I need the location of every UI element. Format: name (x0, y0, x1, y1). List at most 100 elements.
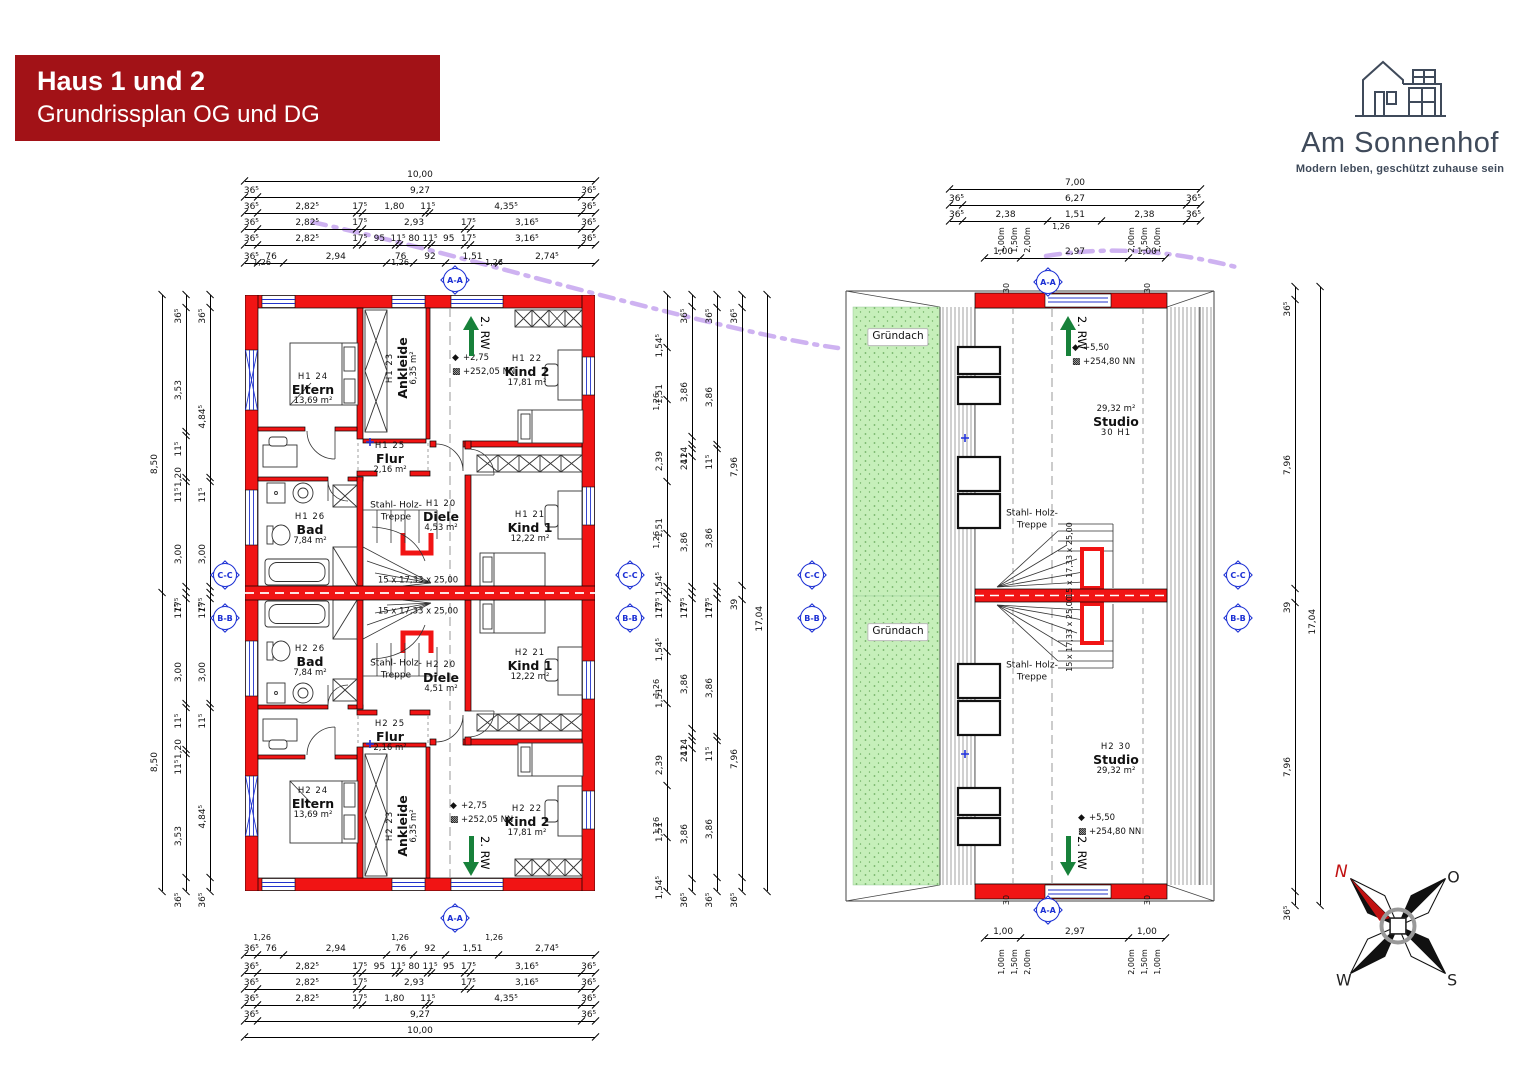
dim-value: 36⁵ (581, 1010, 597, 1020)
dim-value: 36⁵ (581, 202, 597, 212)
dim-value: 1,00 (993, 247, 1014, 257)
dim-value: 3,00 (174, 661, 184, 682)
house-logo-icon (1354, 60, 1446, 117)
arrow-head-icon (1060, 316, 1076, 330)
dim-value: 36⁵ (1185, 210, 1201, 220)
room-area: 4,53 m² (424, 523, 458, 534)
annotation-label: 1,50m (1139, 227, 1149, 253)
dim-chain-horizontal: 10,00 (245, 1026, 595, 1038)
dim-value: 36⁵ (705, 892, 715, 908)
room-area: 13,69 m² (293, 396, 333, 407)
escape-route-label: 2. RW (1075, 836, 1089, 870)
room-code: H2 20 (425, 660, 457, 671)
dim-value: 95 (442, 234, 455, 244)
dim-value: 36⁵ (581, 994, 597, 1004)
dim-value: 3,00 (198, 661, 208, 682)
dim-value: 2,93 (404, 218, 425, 228)
section-marker-b-b: B-B (789, 603, 835, 633)
dim-value: 8,50 (150, 454, 160, 475)
level-mark: ◆+5,50▩+254,80 NN (1072, 342, 1135, 369)
annotation-label: 1,00m (996, 227, 1006, 253)
section-marker-label: A-A (1036, 898, 1060, 922)
dim-value: 1,80 (384, 202, 405, 212)
dim-sub-value: 1,26 (485, 258, 503, 267)
section-marker-a-a: A-A (432, 265, 478, 295)
room-code: H2 30 (1100, 742, 1132, 753)
dim-value: 11⁵ (390, 234, 406, 244)
dim-value: 2,97 (1064, 927, 1086, 937)
room-name: Ankleide (394, 795, 410, 857)
annotation-label: 30 (1001, 894, 1011, 906)
dim-value: 11⁵ (422, 234, 438, 244)
room-code: H1 20 (425, 499, 457, 510)
dim-value: 36⁵ (198, 892, 208, 908)
dim-value: 7,96 (1283, 454, 1293, 475)
dim-value: 3,86 (680, 673, 690, 694)
dim-value: 17,04 (1308, 608, 1318, 635)
dim-value: 4,35⁵ (494, 202, 518, 212)
dim-chain-vertical: 17,04 (754, 295, 768, 891)
dim-value: 7,96 (730, 749, 740, 770)
room-name: Flur (376, 450, 404, 466)
dim-value: 2,97 (1064, 247, 1086, 257)
dim-value: 36⁵ (243, 1010, 259, 1020)
dim-value: 11⁵ (420, 202, 436, 212)
annotation-label: Gründach (867, 623, 929, 641)
escape-route-arrow: 2. RW (462, 836, 492, 876)
room-area: 7,84 m² (293, 536, 327, 547)
logo-tagline: Modern leben, geschützt zuhause sein (1295, 163, 1505, 175)
room-name: Studio (1093, 413, 1139, 429)
room-name: Diele (423, 508, 459, 524)
dim-value: 17⁵ (460, 218, 476, 228)
dim-value: 3,86 (680, 823, 690, 844)
dim-value: 7,00 (1064, 178, 1086, 188)
level-value: +2,75 (461, 801, 488, 811)
dim-value: 3,16⁵ (515, 234, 539, 244)
room-area: 7,84 m² (293, 668, 327, 679)
dim-value: 17⁵ (460, 234, 476, 244)
annotation-label: 15 x 17,33 x 25,00 (1064, 596, 1074, 672)
dim-value: 3,16⁵ (515, 962, 539, 972)
dim-value: 36⁵ (581, 234, 597, 244)
level-icon: ▩ (1078, 826, 1087, 837)
annotation-label: 30 (1001, 282, 1011, 294)
dim-value: 11⁵ (420, 994, 436, 1004)
level-icon: ▩ (450, 814, 459, 825)
compass-rose-icon: N O S W (1335, 862, 1460, 989)
room-code: H1 22 (511, 354, 543, 365)
dim-value: 36⁵ (581, 978, 597, 988)
section-marker-a-a: A-A (1025, 267, 1071, 297)
dim-sub-value: 1,26 (485, 933, 503, 942)
dim-value: 17⁵ (352, 202, 368, 212)
dim-sub-value: 1,26 (253, 258, 271, 267)
level-value: +254,80 NN (1083, 356, 1136, 367)
escape-route-arrow: 2. RW (1059, 836, 1089, 876)
dim-value: 36⁵ (243, 978, 259, 988)
dim-sub-value: 1,26 (253, 933, 271, 942)
dim-value: 95 (373, 234, 386, 244)
dim-value: 17⁵ (352, 234, 368, 244)
section-marker-a-a: A-A (432, 903, 478, 933)
level-icon: ▩ (452, 366, 461, 377)
sheet-title: Haus 1 und 2 (37, 66, 206, 96)
level-value: +5,50 (1089, 813, 1116, 823)
room-code: H2 25 (374, 719, 406, 730)
section-marker-c-c: C-C (789, 560, 835, 590)
dim-value: 1,51 (1064, 210, 1086, 220)
level-icon: ▩ (1072, 356, 1081, 367)
section-marker-a-a: A-A (1025, 895, 1071, 925)
dim-value: 36⁵ (243, 202, 259, 212)
room-area: 4,51 m² (424, 684, 458, 695)
level-icon: ◆ (450, 801, 457, 811)
section-marker-label: B-B (213, 606, 237, 630)
dim-value: 3,86 (705, 677, 715, 698)
escape-route-label: 2. RW (478, 836, 492, 870)
